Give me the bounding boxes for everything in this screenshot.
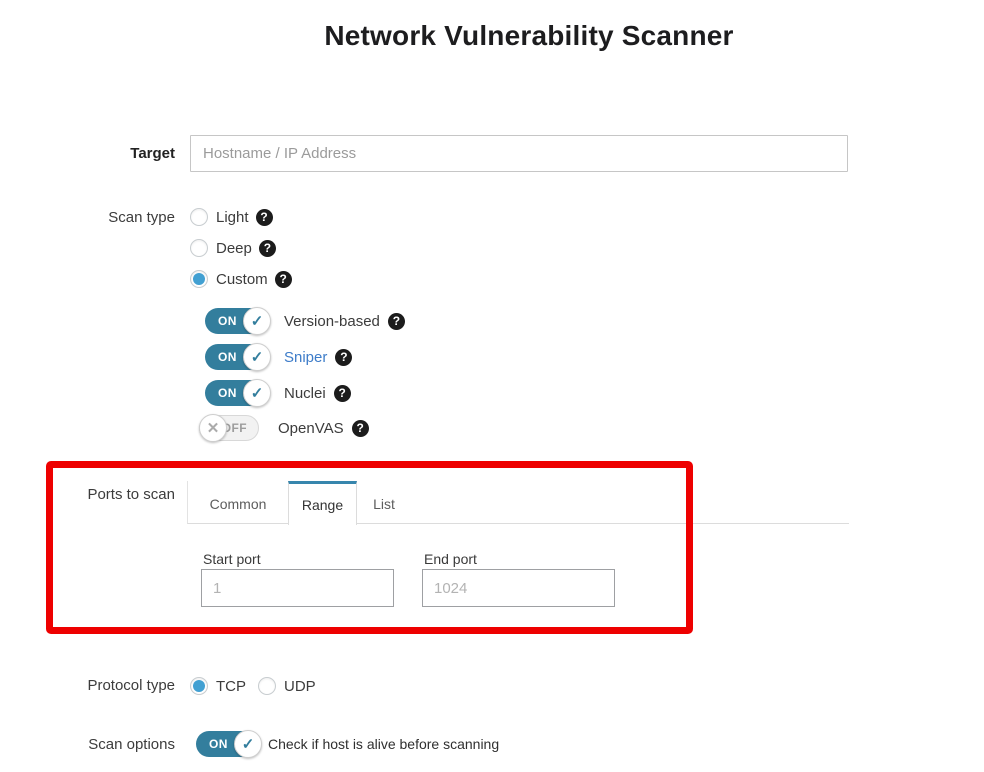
tab-common[interactable]: Common — [209, 495, 267, 512]
protocol-options: TCP UDP — [190, 676, 323, 696]
host-alive-description: Check if host is alive before scanning — [268, 736, 500, 752]
check-icon: ✓ — [243, 379, 271, 407]
page-title: Network Vulnerability Scanner — [324, 20, 734, 51]
end-port-label: End port — [424, 551, 477, 567]
scan-type-option-deep: Deep ? — [190, 238, 276, 258]
tool-row-openvas: OFF ✕ OpenVAS ? — [199, 414, 369, 442]
ports-tabstrip: Common Range List — [187, 481, 849, 525]
radio-udp-label: UDP — [284, 677, 316, 695]
radio-tcp[interactable] — [190, 677, 208, 695]
radio-deep[interactable] — [190, 239, 208, 257]
check-icon: ✓ — [243, 343, 271, 371]
help-icon[interactable]: ? — [351, 419, 369, 437]
end-port-input[interactable] — [422, 569, 615, 607]
radio-udp[interactable] — [258, 677, 276, 695]
target-input[interactable] — [190, 135, 848, 172]
toggle-sniper[interactable]: ON ✓ — [205, 343, 271, 371]
check-icon: ✓ — [243, 307, 271, 335]
scan-type-label: Scan type — [108, 209, 175, 226]
help-icon[interactable]: ? — [387, 312, 405, 330]
scan-options-row: ON ✓ Check if host is alive before scann… — [196, 730, 499, 758]
ports-to-scan-label: Ports to scan — [87, 486, 175, 503]
help-icon[interactable]: ? — [333, 384, 351, 402]
radio-deep-label: Deep — [216, 239, 252, 257]
help-icon[interactable]: ? — [335, 348, 353, 366]
radio-tcp-label: TCP — [216, 677, 246, 695]
tool-row-version-based: ON ✓ Version-based ? — [205, 307, 405, 335]
target-label: Target — [130, 145, 175, 162]
toggle-version-based[interactable]: ON ✓ — [205, 307, 271, 335]
tab-range[interactable]: Range — [288, 481, 357, 525]
scan-type-option-light: Light ? — [190, 207, 273, 227]
radio-custom-label: Custom — [216, 270, 268, 288]
scan-type-option-custom: Custom ? — [190, 269, 292, 289]
tool-label-openvas: OpenVAS — [278, 419, 344, 437]
scan-options-label: Scan options — [88, 736, 175, 753]
help-icon[interactable]: ? — [274, 270, 292, 288]
protocol-type-label: Protocol type — [87, 677, 175, 694]
radio-light-label: Light — [216, 208, 249, 226]
tool-label-nuclei: Nuclei — [284, 384, 326, 402]
check-icon: ✓ — [234, 730, 262, 758]
toggle-host-alive[interactable]: ON ✓ — [196, 730, 262, 758]
cross-icon: ✕ — [199, 414, 227, 442]
tool-label-sniper-link[interactable]: Sniper — [284, 348, 328, 366]
toggle-openvas[interactable]: OFF ✕ — [199, 414, 265, 442]
help-icon[interactable]: ? — [255, 208, 273, 226]
tool-row-nuclei: ON ✓ Nuclei ? — [205, 379, 351, 407]
tab-list[interactable]: List — [373, 495, 395, 512]
radio-custom[interactable] — [190, 270, 208, 288]
help-icon[interactable]: ? — [258, 239, 276, 257]
toggle-nuclei[interactable]: ON ✓ — [205, 379, 271, 407]
tool-label-version-based: Version-based — [284, 312, 380, 330]
tool-row-sniper: ON ✓ Sniper ? — [205, 343, 353, 371]
radio-light[interactable] — [190, 208, 208, 226]
start-port-label: Start port — [203, 551, 261, 567]
start-port-input[interactable] — [201, 569, 394, 607]
